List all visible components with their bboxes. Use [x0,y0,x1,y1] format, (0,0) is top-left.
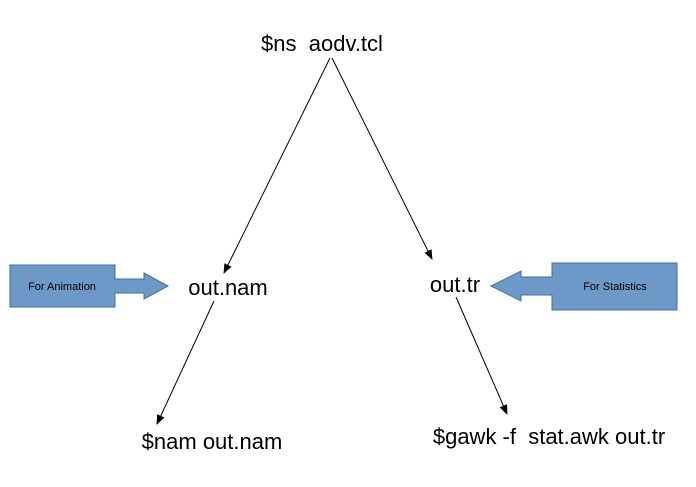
right-arrow-callout-shape [9,264,170,308]
edge-root-to-out-nam [223,57,331,274]
callout-for-animation-label: For Animation [28,281,96,293]
node-out-nam: out.nam [188,275,268,300]
node-gawk-command: $gawk -f stat.awk out.tr [433,424,665,449]
node-nam-command: $nam out.nam [142,429,283,454]
callout-for-statistics-label: For Statistics [583,281,647,293]
callout-for-statistics: For Statistics [489,262,678,311]
left-arrow-callout-shape [489,262,678,311]
edge-out-nam-to-nam-command [156,300,215,425]
callout-for-animation: For Animation [9,264,170,308]
node-out-tr: out.tr [430,272,480,297]
edge-out-tr-to-gawk-command [455,296,508,415]
edge-root-to-out-tr [331,57,433,260]
node-root-command: $ns aodv.tcl [261,31,383,56]
